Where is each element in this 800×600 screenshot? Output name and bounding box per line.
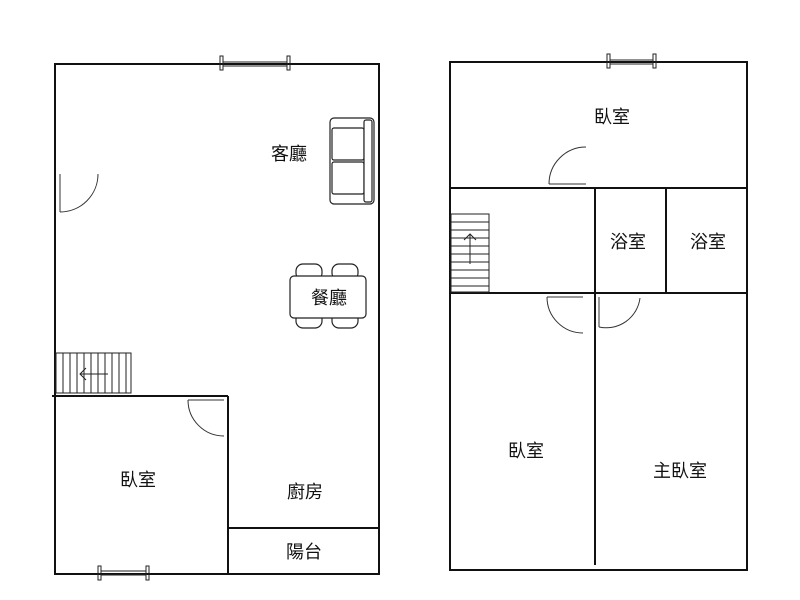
floor-1-bottom-window (97, 565, 150, 581)
floor-1-stairs (55, 352, 132, 394)
room-label-bath-2: 浴室 (690, 232, 726, 253)
stairs-arrow-icon (79, 367, 108, 381)
room-label-bedroom-left: 臥室 (508, 441, 544, 462)
floor-2-top-bedroom-door (548, 146, 587, 185)
room-label-bedroom: 臥室 (120, 470, 156, 491)
room-label-living: 客廳 (271, 144, 307, 165)
stairs-arrow-icon (463, 233, 477, 264)
floor-1-top-window (219, 55, 291, 71)
dining-table-icon (289, 263, 367, 329)
floor-1-outer-wall (54, 63, 380, 575)
room-label-balcony: 陽台 (286, 542, 322, 563)
floor-2-outer-wall (449, 61, 748, 571)
entrance-door (59, 173, 99, 213)
room-label-bedroom-top: 臥室 (594, 107, 630, 128)
room-label-kitchen: 廚房 (287, 481, 323, 503)
sofa-icon (329, 117, 375, 205)
floor-1-bedroom-door (187, 399, 225, 437)
master-bedroom-door (598, 297, 641, 329)
floor-2: 臥室 浴室 浴室 臥室 主臥室 (449, 53, 748, 571)
room-label-master-bedroom: 主臥室 (653, 461, 707, 482)
floor-2-top-window (606, 53, 657, 69)
room-label-dining: 餐廳 (311, 288, 347, 309)
floor-2-left-bedroom-door (546, 296, 584, 334)
floor-1: 客廳 餐廳 臥室 廚房 陽台 (52, 55, 380, 581)
floor-2-stairs (450, 213, 490, 293)
room-label-bath-1: 浴室 (610, 232, 646, 253)
